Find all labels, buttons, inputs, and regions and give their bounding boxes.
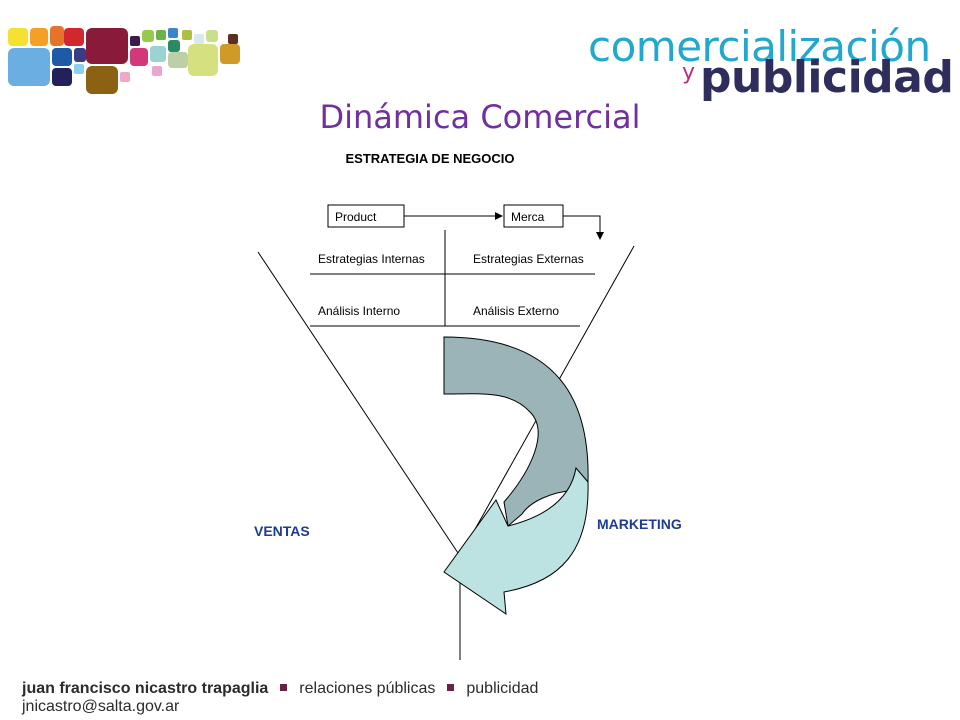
sales-label: VENTAS [254,523,310,539]
footer-credits: juan francisco nicastro trapaglia relacio… [22,680,538,698]
author-email: jnicastro@salta.gov.ar [22,698,180,715]
brand-bottom-word: publicidad [700,52,954,103]
separator-square-icon [447,684,455,692]
brand-connector: y [682,60,696,85]
slide-footer: juan francisco nicastro trapaglia relacio… [22,680,922,720]
brand-mosaic-logo [0,0,250,100]
quadrant-external-analysis: Análisis Externo [473,304,559,318]
product-box-label: Product [335,210,377,224]
diagram-heading: ESTRATEGIA DE NEGOCIO [345,151,514,166]
author-name: juan francisco nicastro trapaglia [22,680,269,697]
slide-title: Dinámica Comercial [319,98,641,136]
brand-wordmark: comercialización y publicidad [588,22,954,103]
cycle-arrow-lower [443,466,589,616]
marketing-box-label: Merca [511,210,545,224]
funnel-left-line [257,251,461,557]
separator-square-icon [280,684,288,692]
quadrant-internal-strategies: Estrategias Internas [318,252,425,266]
marketing-label: MARKETING [597,516,682,532]
footer-item-advertising: publicidad [466,680,539,697]
business-strategy-diagram: ESTRATEGIA DE NEGOCIO Product Merca Estr… [230,132,714,660]
connector-arrow-down [563,215,604,240]
cycle-arrow-upper [443,336,589,527]
quadrant-external-strategies: Estrategias Externas [473,252,584,266]
footer-item-public-relations: relaciones públicas [299,680,436,697]
quadrant-internal-analysis: Análisis Interno [318,304,400,318]
brand-top-word: comercialización [588,22,931,71]
